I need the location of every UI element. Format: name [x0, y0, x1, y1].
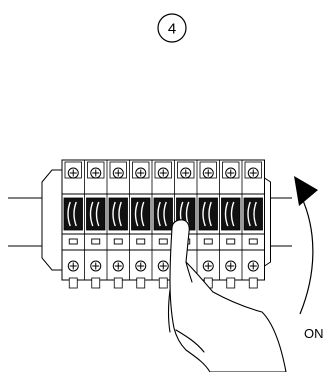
indicator-window	[136, 238, 146, 245]
breaker-toggle	[221, 197, 241, 231]
bottom-lug	[136, 277, 146, 289]
indicator-window	[158, 238, 168, 245]
rotation-arrow-icon	[294, 176, 318, 315]
breaker-toggle	[131, 197, 151, 231]
step-number: 4	[168, 21, 176, 38]
toggle-highlight	[247, 201, 257, 227]
breaker-toggle	[86, 197, 106, 231]
breaker-block	[41, 159, 271, 289]
breaker-toggle	[63, 197, 83, 231]
indicator-window	[113, 238, 123, 245]
housing-right	[264, 177, 271, 267]
bottom-lug	[91, 277, 101, 289]
step-badge: 4	[157, 13, 187, 43]
breaker-toggle	[153, 197, 173, 231]
housing-left	[41, 169, 63, 271]
breaker-toggle	[198, 197, 218, 231]
toggle-highlight	[202, 201, 212, 227]
on-label: ON	[304, 326, 324, 341]
toggle-highlight	[89, 201, 100, 227]
indicator-window	[68, 238, 78, 245]
bottom-lug	[226, 277, 236, 289]
bottom-lug	[113, 277, 123, 289]
indicator-window	[226, 238, 236, 245]
toggle-highlight	[224, 201, 235, 227]
toggle-highlight	[134, 201, 145, 227]
bottom-lug	[158, 277, 168, 289]
hand-icon	[167, 219, 287, 372]
indicator-window	[203, 238, 213, 245]
bottom-lug	[248, 277, 258, 289]
toggle-highlight	[67, 201, 77, 227]
bottom-lug	[68, 277, 78, 289]
toggle-highlight	[112, 201, 122, 227]
indicator-window	[91, 238, 101, 245]
toggle-highlight	[157, 201, 167, 227]
breaker-toggle	[108, 197, 128, 231]
breaker-toggle	[243, 197, 263, 231]
indicator-window	[248, 238, 258, 245]
